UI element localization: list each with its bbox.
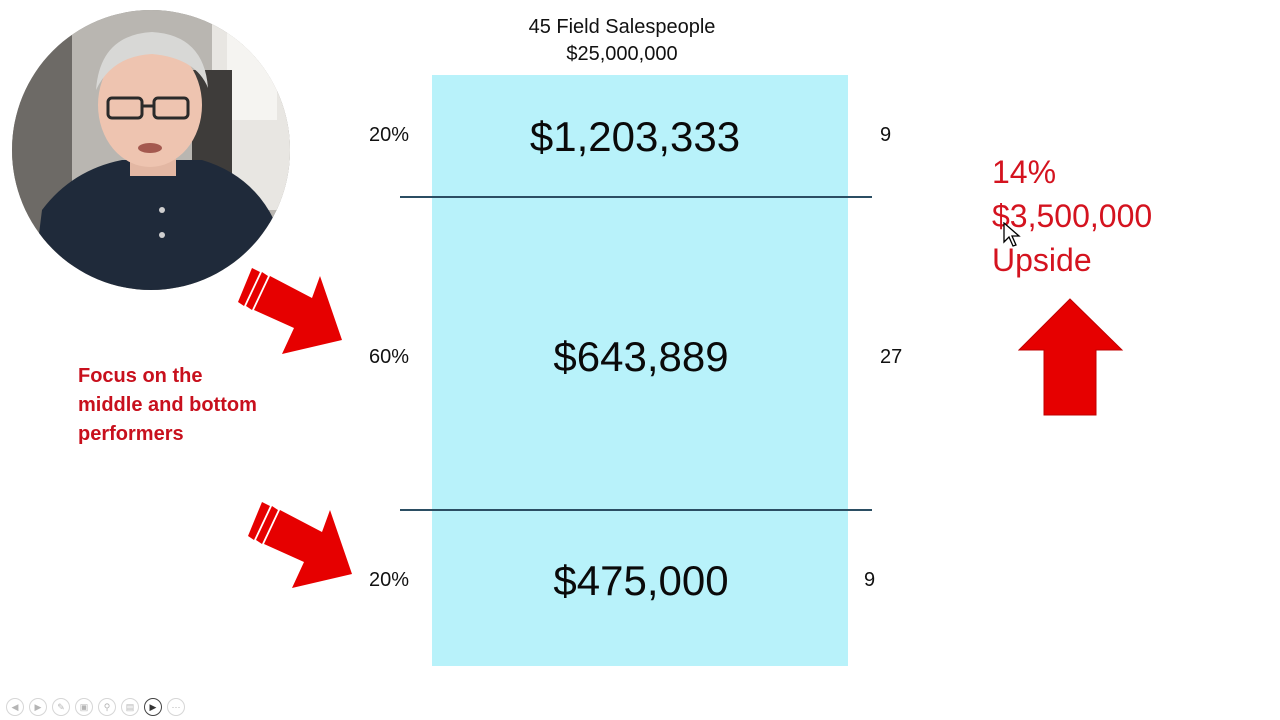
upside-callout: 14% $3,500,000 Upside <box>992 150 1152 282</box>
subtitles-button[interactable]: ▤ <box>121 698 139 716</box>
divider-top <box>400 196 872 198</box>
tier-top-amount: $1,203,333 <box>529 113 741 160</box>
distribution-box <box>432 75 848 666</box>
tier-bottom-percent: 20% <box>369 569 410 591</box>
upside-label: Upside <box>992 242 1092 278</box>
presenter-webcam <box>12 10 290 290</box>
focus-note: Focus on the middle and bottom performer… <box>78 365 257 445</box>
tier-top-count: 9 <box>880 124 892 146</box>
tier-middle-amount: $643,889 <box>553 333 729 380</box>
slide-total: $25,000,000 <box>566 43 678 65</box>
upside-percent: 14% <box>992 154 1057 190</box>
divider-bottom <box>400 509 872 511</box>
diagonal-arrow-upper-icon <box>238 268 342 354</box>
presenter-image <box>12 10 290 290</box>
tier-bottom-count: 9 <box>864 569 876 591</box>
tier-bottom-amount: $475,000 <box>553 557 729 604</box>
camera-toggle-button[interactable]: ▶ <box>144 698 162 716</box>
previous-slide-button[interactable]: ◀ <box>6 698 24 716</box>
red-up-arrow-icon <box>1018 298 1124 416</box>
more-options-button[interactable]: ⋯ <box>167 698 185 716</box>
see-all-slides-button[interactable]: ▣ <box>75 698 93 716</box>
tier-middle-percent: 60% <box>369 346 410 368</box>
next-slide-button[interactable]: ▶ <box>29 698 47 716</box>
slide-title: 45 Field Salespeople <box>528 16 716 38</box>
pen-tool-button[interactable]: ✎ <box>52 698 70 716</box>
tier-top-percent: 20% <box>369 124 410 146</box>
mouse-pointer-icon <box>1003 222 1021 247</box>
presentation-toolbar: ◀ ▶ ✎ ▣ ⚲ ▤ ▶ ⋯ <box>6 698 185 716</box>
diagonal-arrow-lower-icon <box>248 502 352 588</box>
zoom-button[interactable]: ⚲ <box>98 698 116 716</box>
tier-middle-count: 27 <box>880 346 903 368</box>
upside-amount: $3,500,000 <box>992 198 1153 234</box>
